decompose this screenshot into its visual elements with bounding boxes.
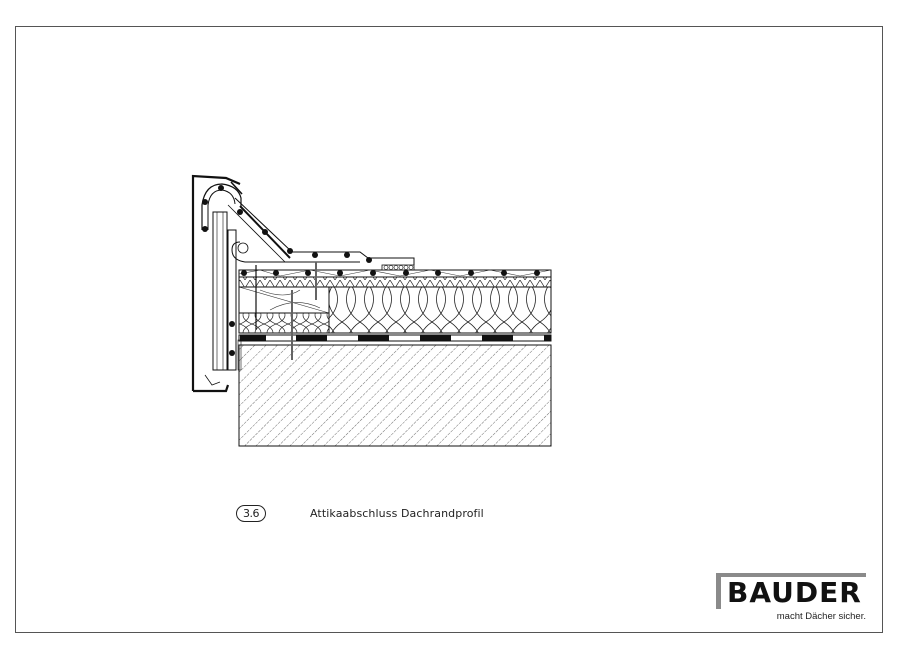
seam-strip	[381, 264, 415, 271]
logo-tagline: macht Dächer sicher.	[776, 611, 866, 622]
logo-brand: BAUDER	[727, 576, 862, 609]
drawing-caption: 3.6 Attikaabschluss Dachrandprofil	[236, 505, 484, 522]
logo-bar-top	[716, 573, 866, 577]
roof-edge-profile	[191, 174, 415, 393]
thermal-insulation-layer	[328, 286, 552, 334]
detail-number-badge: 3.6	[236, 505, 266, 522]
timber-edge-block	[238, 286, 330, 334]
concrete-slab	[238, 340, 552, 447]
drawing-title: Attikaabschluss Dachrandprofil	[310, 507, 484, 520]
vapour-barrier-layer	[238, 334, 552, 342]
sheet-frame	[15, 26, 883, 633]
logo-bar-left	[716, 573, 721, 609]
bauder-logo: BAUDER macht Dächer sicher.	[716, 573, 868, 625]
membrane-fixing-dots	[202, 185, 372, 356]
top-layers	[238, 269, 552, 288]
